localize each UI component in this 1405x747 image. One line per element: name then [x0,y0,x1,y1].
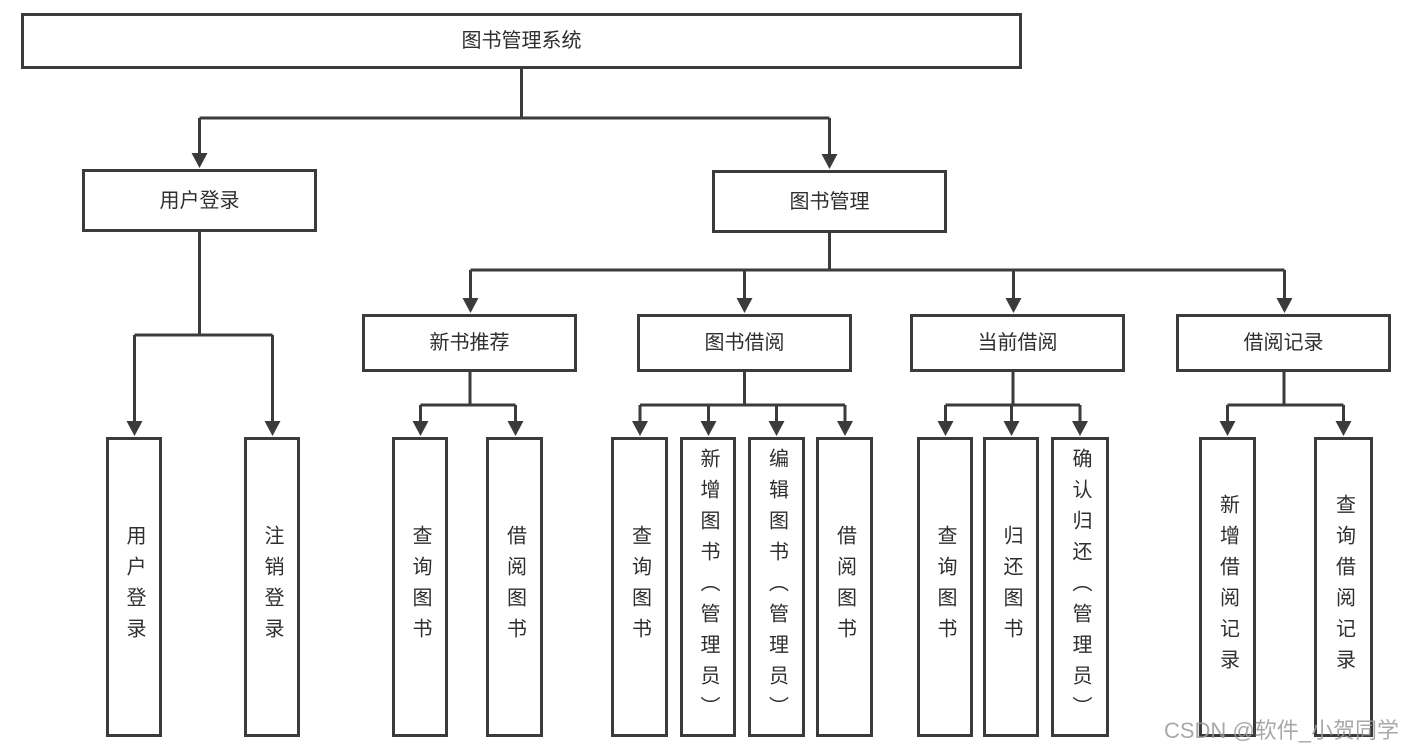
node-label: 注销登录 [261,525,283,649]
leaf-logout: 注销登录 [244,437,300,737]
node-borrow-records: 借阅记录 [1176,314,1391,372]
node-label: 新书推荐 [429,332,510,354]
leaf-borrow-books: 借阅图书 [816,437,873,737]
node-book-management: 图书管理 [712,170,947,233]
leaf-user-login: 用户登录 [106,437,162,737]
node-label: 图书管理 [789,190,870,213]
leaf-edit-books-admin: 编辑图书（管理员） [748,437,805,737]
node-library-system: 图书管理系统 [21,13,1022,69]
node-label: 图书借阅 [704,332,785,354]
leaf-query-books-borrow: 查询图书 [611,437,668,737]
watermark: CSDN @软件_小贺同学 [1163,718,1399,743]
node-user-login: 用户登录 [82,169,317,232]
node-label: 查询借阅记录 [1332,494,1355,680]
node-label: 查询图书 [934,525,956,649]
leaf-borrow-books-recommend: 借阅图书 [486,437,543,737]
leaf-confirm-return-admin: 确认归还（管理员） [1051,437,1109,737]
node-label: 新增借阅记录 [1216,494,1239,680]
node-label: 图书管理系统 [461,30,582,52]
node-label: 用户登录 [123,525,145,649]
node-book-borrow: 图书借阅 [637,314,852,372]
node-label: 当前借阅 [977,332,1058,354]
node-label: 借阅记录 [1243,332,1324,354]
node-label: 归还图书 [1000,525,1022,649]
leaf-return-books: 归还图书 [983,437,1039,737]
leaf-add-borrow-record: 新增借阅记录 [1199,437,1256,737]
leaf-query-books-recommend: 查询图书 [392,437,448,737]
leaf-query-books-current: 查询图书 [917,437,973,737]
node-label: 编辑图书（管理员） [765,447,788,727]
node-current-borrow: 当前借阅 [910,314,1125,372]
node-label: 新增图书（管理员） [697,447,719,727]
node-label: 查询图书 [628,525,651,649]
node-label: 借阅图书 [833,525,856,649]
node-label: 查询图书 [409,525,431,649]
leaf-query-borrow-record: 查询借阅记录 [1314,437,1373,737]
leaf-add-books-admin: 新增图书（管理员） [680,437,736,737]
node-label: 用户登录 [159,189,240,212]
node-label: 借阅图书 [503,525,526,649]
node-label: 确认归还（管理员） [1069,447,1091,727]
node-new-book-recommend: 新书推荐 [362,314,577,372]
